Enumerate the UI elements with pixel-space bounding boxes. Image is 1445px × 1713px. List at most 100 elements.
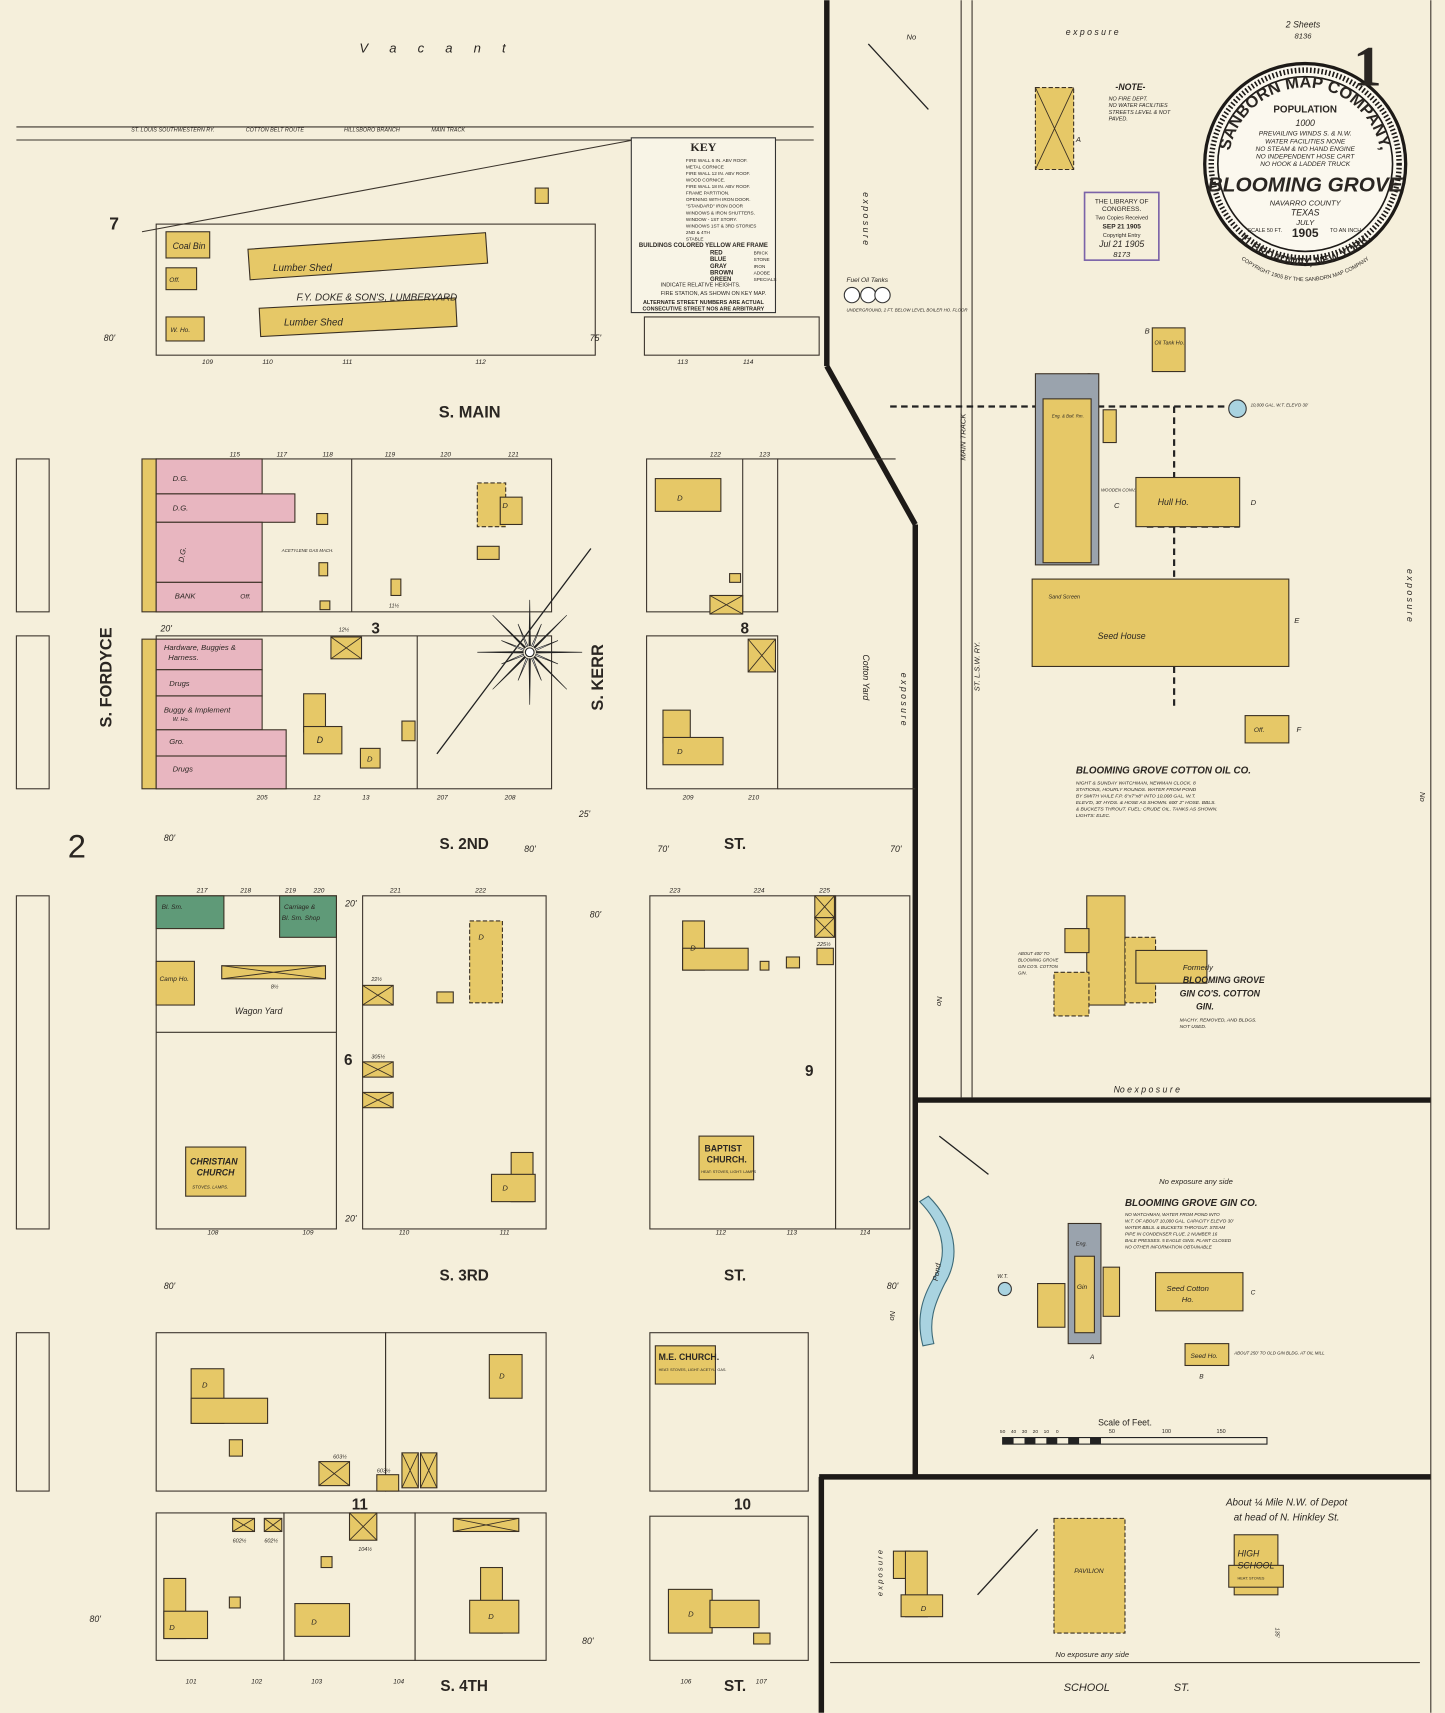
stamp-lines-label: Two Copies Received xyxy=(1095,216,1148,222)
seal-outer-ring xyxy=(1203,61,1408,267)
seal-inner-ring xyxy=(1217,75,1394,253)
streets-st-label: ST. xyxy=(724,836,746,853)
shed-cross-mark xyxy=(349,1512,378,1541)
lumber-shed xyxy=(258,297,458,338)
frame-building xyxy=(1037,1283,1066,1328)
oil-mill-title-label: BLOOMING GROVE COTTON OIL CO. xyxy=(1076,765,1251,776)
key-legend-box xyxy=(630,137,777,314)
frame-building xyxy=(1228,1564,1284,1588)
addresses-block6-top-label: 222 xyxy=(474,888,486,895)
exposures-exposure-label: e x p o s u r e xyxy=(876,1550,885,1596)
oil-mill-description-label: BY SMITH VAILE F.P. 6"x7"x8" INTO 10,000… xyxy=(1076,794,1196,800)
brick-building xyxy=(155,638,263,671)
scale-bar-segment xyxy=(1046,1437,1058,1445)
widths-w80-label: 80' xyxy=(164,833,176,843)
buildings-dwelling-label: D xyxy=(202,1380,208,1389)
shed-cross-mark xyxy=(453,1517,519,1532)
key-colors-label: BRICK xyxy=(754,251,769,256)
addresses-block9-label: 225 xyxy=(818,888,830,895)
frame-building xyxy=(1086,895,1126,1006)
railroad-right-name-label: ST. L.S.W. RY. xyxy=(973,642,982,692)
gin-co-letters-label: C xyxy=(1251,1289,1256,1296)
frame-building xyxy=(390,578,402,597)
buildings-dwelling-label: D xyxy=(690,943,696,952)
block-numbers-b10-label: 10 xyxy=(734,1497,751,1514)
scale-ticks-label: 10 xyxy=(1044,1429,1050,1435)
seal-population-label: 1000 xyxy=(1295,118,1315,128)
buildings-dg-label: D.G. xyxy=(173,474,189,483)
sheet-number-label: 1 xyxy=(1353,35,1381,98)
key-colors-label: IRON xyxy=(754,264,766,269)
addresses-block3-bottom-label: 13 xyxy=(362,795,370,802)
shed-cross-mark xyxy=(401,1452,419,1488)
buildings-carriage2-label: Bl. Sm. Shop xyxy=(282,915,321,922)
frame-building xyxy=(1244,715,1290,744)
brick-building xyxy=(155,521,263,583)
former-gin-name1-label: BLOOMING GROVE xyxy=(1183,975,1266,985)
key-items-label: OPENING WITH IRON DOOR. xyxy=(686,197,751,202)
exposures-no-label: No xyxy=(935,996,944,1006)
key-items-label: FIRE WALL 18 IN. ABV ROOF. xyxy=(686,184,750,189)
buildings-hardware-label: Hardware, Buggies & xyxy=(164,643,236,652)
shed-cross-mark xyxy=(362,985,394,1006)
buildings-dwelling-label: D xyxy=(502,501,508,510)
seal-population-label-label: POPULATION xyxy=(1273,105,1337,116)
special-building xyxy=(155,895,225,930)
key-colors-label: GREEN xyxy=(710,277,731,283)
buildings-drugs-label: Drugs xyxy=(173,764,194,773)
streets-school-st-label: ST. xyxy=(1174,1682,1190,1694)
key-footer-label: CONSECUTIVE STREET NOS ARE ARBITRARY xyxy=(642,306,764,312)
streets-fordyce-label: S. FORDYCE xyxy=(97,627,115,727)
addresses-block6-bottom-label: 111 xyxy=(500,1229,510,1236)
frame-building xyxy=(469,1599,520,1634)
scale-ticks-label: 150 xyxy=(1217,1429,1226,1435)
gin-co-title-label: BLOOMING GROVE GIN CO. xyxy=(1125,1198,1257,1209)
frame-building xyxy=(319,600,331,611)
brick-building xyxy=(155,729,287,757)
block-outline xyxy=(649,1515,809,1661)
addresses-block3-top-label: 121 xyxy=(508,452,519,459)
frame-building xyxy=(488,1354,523,1399)
shed-cross-mark xyxy=(747,638,776,673)
exposures-no-label: No xyxy=(907,33,917,42)
buildings-baptist-church2-label: CHURCH. xyxy=(707,1154,747,1164)
frame-building xyxy=(376,1474,400,1492)
frame-building xyxy=(1102,1266,1121,1317)
sheet-boundary-line xyxy=(824,364,918,526)
frame-building xyxy=(499,496,523,526)
special-building xyxy=(279,895,337,938)
frame-building xyxy=(359,747,381,769)
buildings-half-c-label: 22½ xyxy=(370,976,382,983)
buildings-office-label: Off. xyxy=(169,277,180,284)
school-area-no-exposure-label: No exposure any side xyxy=(1055,1650,1129,1659)
gin-co-seed-cotton-label: Seed Cotton xyxy=(1166,1284,1208,1293)
frame-building xyxy=(816,947,834,966)
oil-mill-hull-house-label: Hull Ho. xyxy=(1158,497,1189,507)
railroad-left-label: ST. LOUIS SOUTHWESTERN RY. xyxy=(131,127,215,133)
addresses-top-label: 114 xyxy=(743,359,754,366)
addresses-block6-bottom-label: 110 xyxy=(399,1229,410,1236)
note-lines-label: NO WATER FACILITIES xyxy=(1109,103,1168,109)
scale-ticks-label: 0 xyxy=(1056,1429,1059,1435)
shed-cross-mark xyxy=(362,1061,394,1078)
frame-building xyxy=(1135,949,1208,984)
scale-bar xyxy=(1002,1437,1268,1445)
frame-building xyxy=(1151,327,1186,373)
frame-building xyxy=(294,1603,351,1637)
oil-mill-letters-label: B xyxy=(1145,326,1150,335)
school-area-heat-label: HEAT: STOVES xyxy=(1237,1577,1264,1581)
addresses-block11-label: 104 xyxy=(393,1678,404,1685)
buildings-wagon-yard-label: Wagon Yard xyxy=(235,1006,284,1016)
block-outline xyxy=(15,1332,50,1492)
buildings-dwelling-label: D xyxy=(488,1612,494,1621)
buildings-lumberyard-label: F.Y. DOKE & SON'S, LUMBERYARD xyxy=(296,293,457,304)
buildings-dwelling-label: D xyxy=(499,1372,505,1381)
buildings-dg-label: D.G. xyxy=(173,503,189,512)
stamp-lines-label: Jul 21 1905 xyxy=(1098,239,1144,249)
tank-icon xyxy=(843,286,861,304)
widths-w80-label: 80' xyxy=(164,1281,176,1291)
frame-building xyxy=(155,960,195,1006)
note-lines-label: STREETS LEVEL & NOT xyxy=(1109,110,1171,116)
tank-icon xyxy=(860,286,877,304)
exposures-exposure-label: e x p o s u r e xyxy=(1405,569,1415,622)
